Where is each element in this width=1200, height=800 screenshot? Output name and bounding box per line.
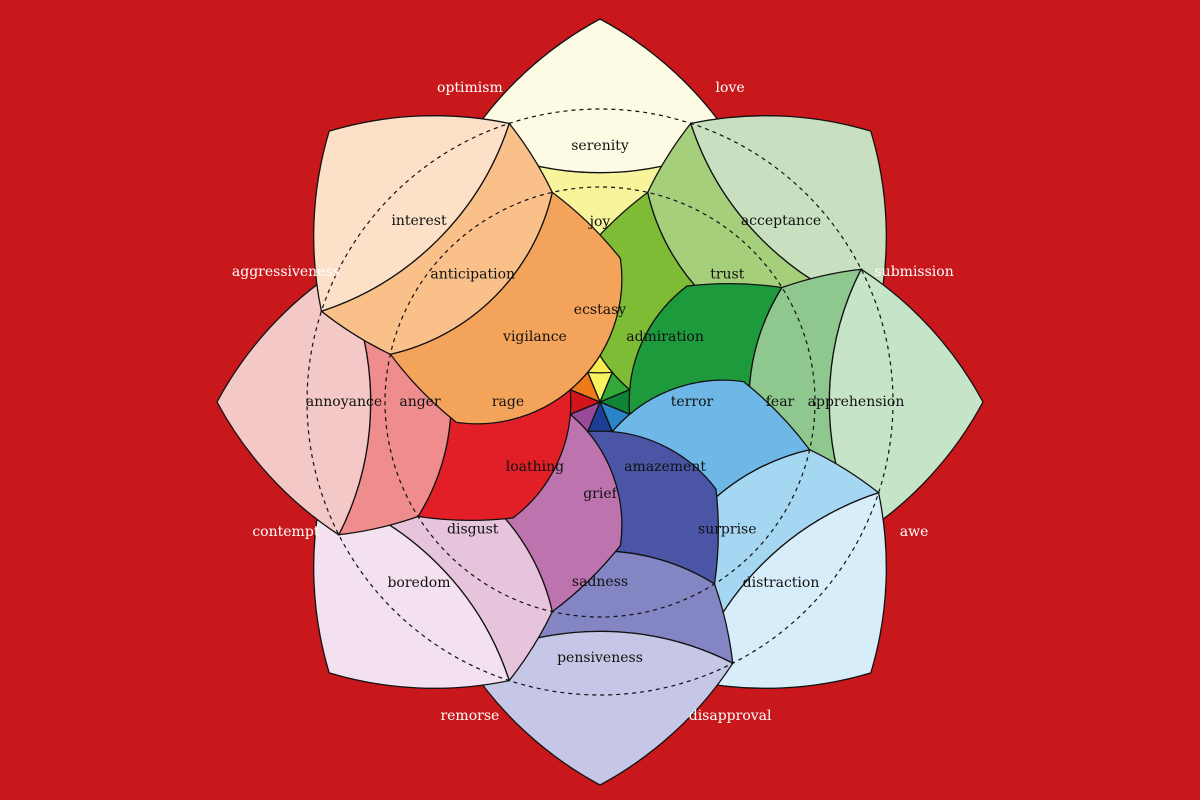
dyad-label-disapproval: disapproval <box>689 708 772 724</box>
label-apprehension: apprehension <box>808 394 905 410</box>
dyad-label-love: love <box>716 80 745 96</box>
petal-surprise-tip <box>689 491 887 689</box>
petal-disgust-tip <box>313 491 511 689</box>
label-distraction: distraction <box>743 575 820 591</box>
outer-dashed-ring <box>306 108 894 696</box>
inner-dashed-ring <box>384 186 816 618</box>
label-interest: interest <box>391 213 447 229</box>
label-vigilance: vigilance <box>502 329 567 345</box>
label-disgust: disgust <box>447 521 499 537</box>
label-rage: rage <box>492 394 524 410</box>
label-pensiveness: pensiveness <box>557 650 643 666</box>
label-anger: anger <box>399 394 441 410</box>
label-surprise: surprise <box>698 521 757 537</box>
petal-fear-tip <box>828 268 984 536</box>
label-annoyance: annoyance <box>306 394 382 410</box>
petal-joy-tip <box>466 18 734 174</box>
dyad-label-contempt: contempt <box>252 524 319 540</box>
dyad-label-aggressiveness: aggressiveness <box>232 264 340 280</box>
petal-sadness-tip <box>466 630 734 786</box>
label-acceptance: acceptance <box>741 213 821 229</box>
label-ecstasy: ecstasy <box>574 302 626 318</box>
label-boredom: boredom <box>387 575 450 591</box>
label-trust: trust <box>710 267 745 283</box>
dyad-label-remorse: remorse <box>440 708 499 724</box>
label-grief: grief <box>583 486 618 502</box>
label-sadness: sadness <box>572 574 628 590</box>
label-serenity: serenity <box>571 138 629 154</box>
dyad-label-optimism: optimism <box>437 80 503 96</box>
petals-layer <box>216 18 984 786</box>
dyad-label-submission: submission <box>875 264 954 280</box>
dyad-label-awe: awe <box>900 524 929 540</box>
petal-anticipation-tip <box>313 115 511 313</box>
label-terror: terror <box>671 394 714 410</box>
labels-layer: ecstasy joy serenity admiration trust accepta… <box>232 80 954 724</box>
label-anticipation: anticipation <box>430 267 515 283</box>
petal-trust-tip <box>689 115 887 313</box>
label-loathing: loathing <box>506 459 564 475</box>
label-admiration: admiration <box>626 329 704 345</box>
petal-anger-tip <box>216 268 372 536</box>
label-joy: joy <box>588 214 611 230</box>
label-amazement: amazement <box>624 459 706 475</box>
label-fear: fear <box>766 394 795 410</box>
